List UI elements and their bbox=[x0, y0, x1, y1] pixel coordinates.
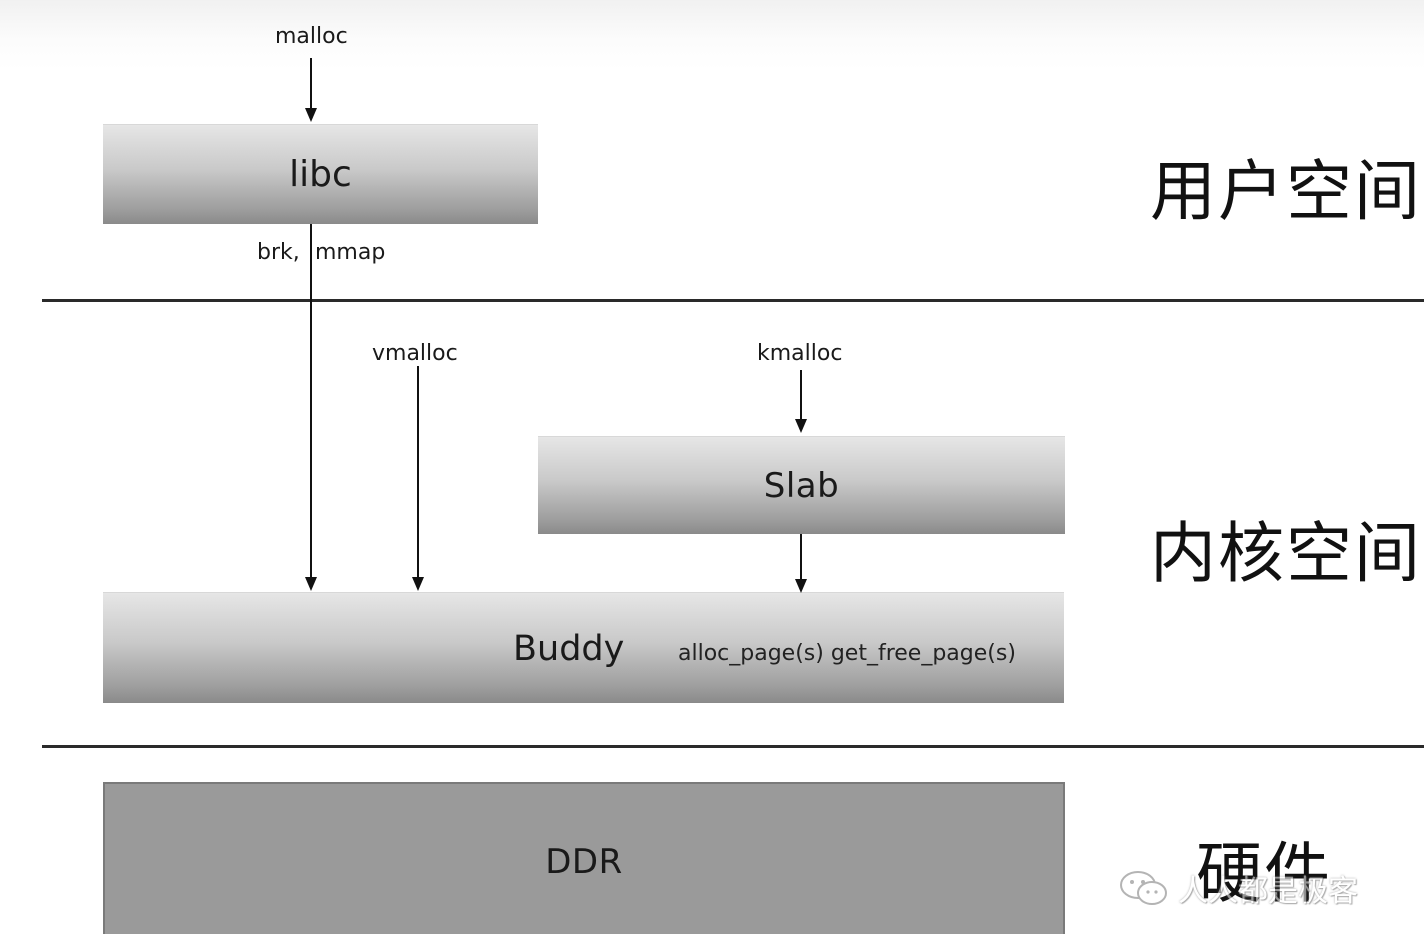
libc-label: libc bbox=[289, 154, 352, 195]
buddy-label: Buddy bbox=[513, 629, 625, 669]
buddy-box: Buddy alloc_page(s) get_free_page(s) bbox=[103, 592, 1064, 703]
kernel-hardware-divider bbox=[42, 745, 1424, 748]
kernel-space-label: 内核空间 bbox=[1150, 515, 1422, 592]
buddy-api-label: alloc_page(s) get_free_page(s) bbox=[678, 641, 1016, 666]
mmap-label: mmap bbox=[315, 240, 386, 265]
watermark: 人人都是极客 bbox=[1118, 866, 1358, 910]
brk-label: brk, bbox=[257, 240, 300, 265]
hardware-label: 硬件 bbox=[1196, 835, 1332, 912]
slab-box: Slab bbox=[538, 436, 1065, 534]
libc-box: libc bbox=[103, 124, 538, 224]
wechat-icon bbox=[1120, 871, 1167, 905]
ddr-box: DDR bbox=[103, 782, 1065, 934]
ddr-label: DDR bbox=[545, 842, 623, 882]
user-space-label: 用户空间 bbox=[1150, 153, 1422, 230]
malloc-label: malloc bbox=[275, 24, 348, 49]
watermark-text: 人人都是极客 bbox=[1178, 874, 1358, 909]
kmalloc-label: kmalloc bbox=[757, 341, 843, 366]
vmalloc-label: vmalloc bbox=[372, 341, 458, 366]
user-kernel-divider bbox=[42, 299, 1424, 302]
slab-label: Slab bbox=[763, 465, 840, 506]
